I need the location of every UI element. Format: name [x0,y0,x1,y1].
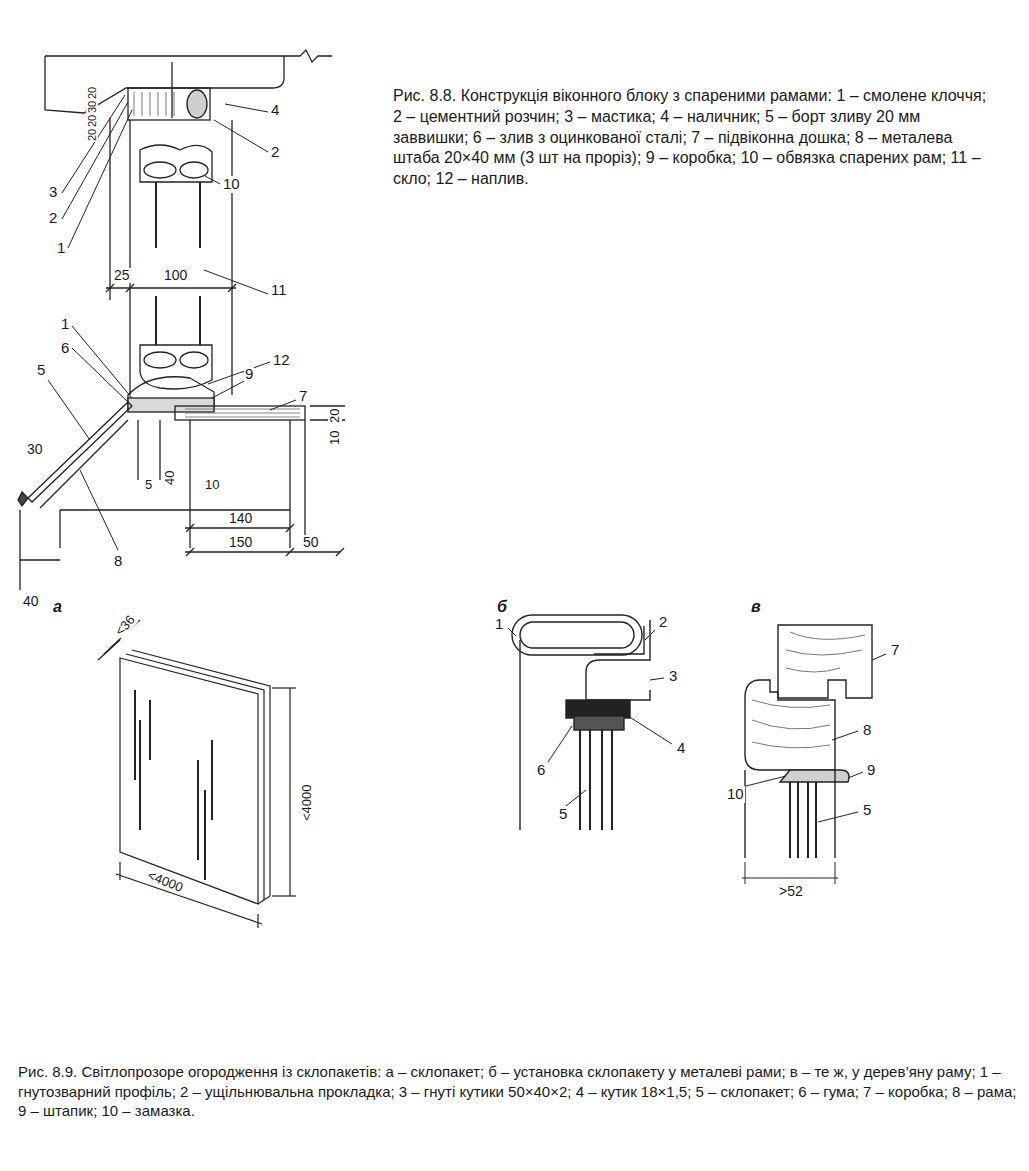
callout-number: 3 [668,668,678,685]
callout-number: 5 [558,806,568,823]
callout-number: 2 [658,614,668,631]
callout-number: 11 [270,282,288,299]
dimension: 150 [228,535,253,550]
callout-number: 6 [60,340,70,357]
callout-number: 2 [48,210,58,227]
callout-number: 7 [890,642,900,659]
callout-number: 4 [676,740,686,757]
dimension: 10 [328,430,342,446]
callout-number: 9 [244,366,254,383]
callout-number: 4 [270,102,280,119]
callout-number: 5 [862,802,872,819]
dimension: 20 [86,86,98,100]
figure-caption: Рис. 8.8. Конструкція віконного блоку з … [393,86,993,190]
callout-number: 1 [494,616,504,633]
callout-number: 9 [866,762,876,779]
dimension: 140 [228,511,253,526]
dimension: 20 [86,114,98,128]
dimension: 20 [328,408,342,424]
figure-caption: Рис. 8.9. Світлопрозоре огородження із с… [18,1062,1018,1121]
callout-number: 8 [862,722,872,739]
callout-number: 6 [536,762,546,779]
callout-number: 12 [272,352,291,369]
dimension: 100 [163,268,188,283]
dimension: <4000 [300,783,314,822]
dimension: <36 [112,612,139,639]
dimension: 30 [86,100,98,114]
callout-number: 10 [726,786,745,803]
dimension: 10 [204,478,220,492]
figure-letter: в [750,598,762,616]
callout-number: 2 [270,144,280,161]
dimension: 25 [113,268,131,283]
callout-number: 3 [48,184,58,201]
figure-letter: б [496,598,508,616]
dimension: 40 [22,594,40,609]
dimension: 5 [144,478,153,492]
dimension: 50 [302,535,320,550]
dimension: 30 [26,442,44,457]
callout-number: 8 [113,553,123,570]
callout-number: 10 [222,176,241,193]
dimension: 20 [86,128,98,142]
callout-number: 1 [60,316,70,333]
dimension: >52 [778,884,804,899]
callout-number: 7 [298,388,308,405]
figure-letter: а [52,598,63,616]
callout-number: 1 [56,240,66,257]
callout-number: 5 [36,362,46,379]
dimension: 40 [163,470,177,486]
